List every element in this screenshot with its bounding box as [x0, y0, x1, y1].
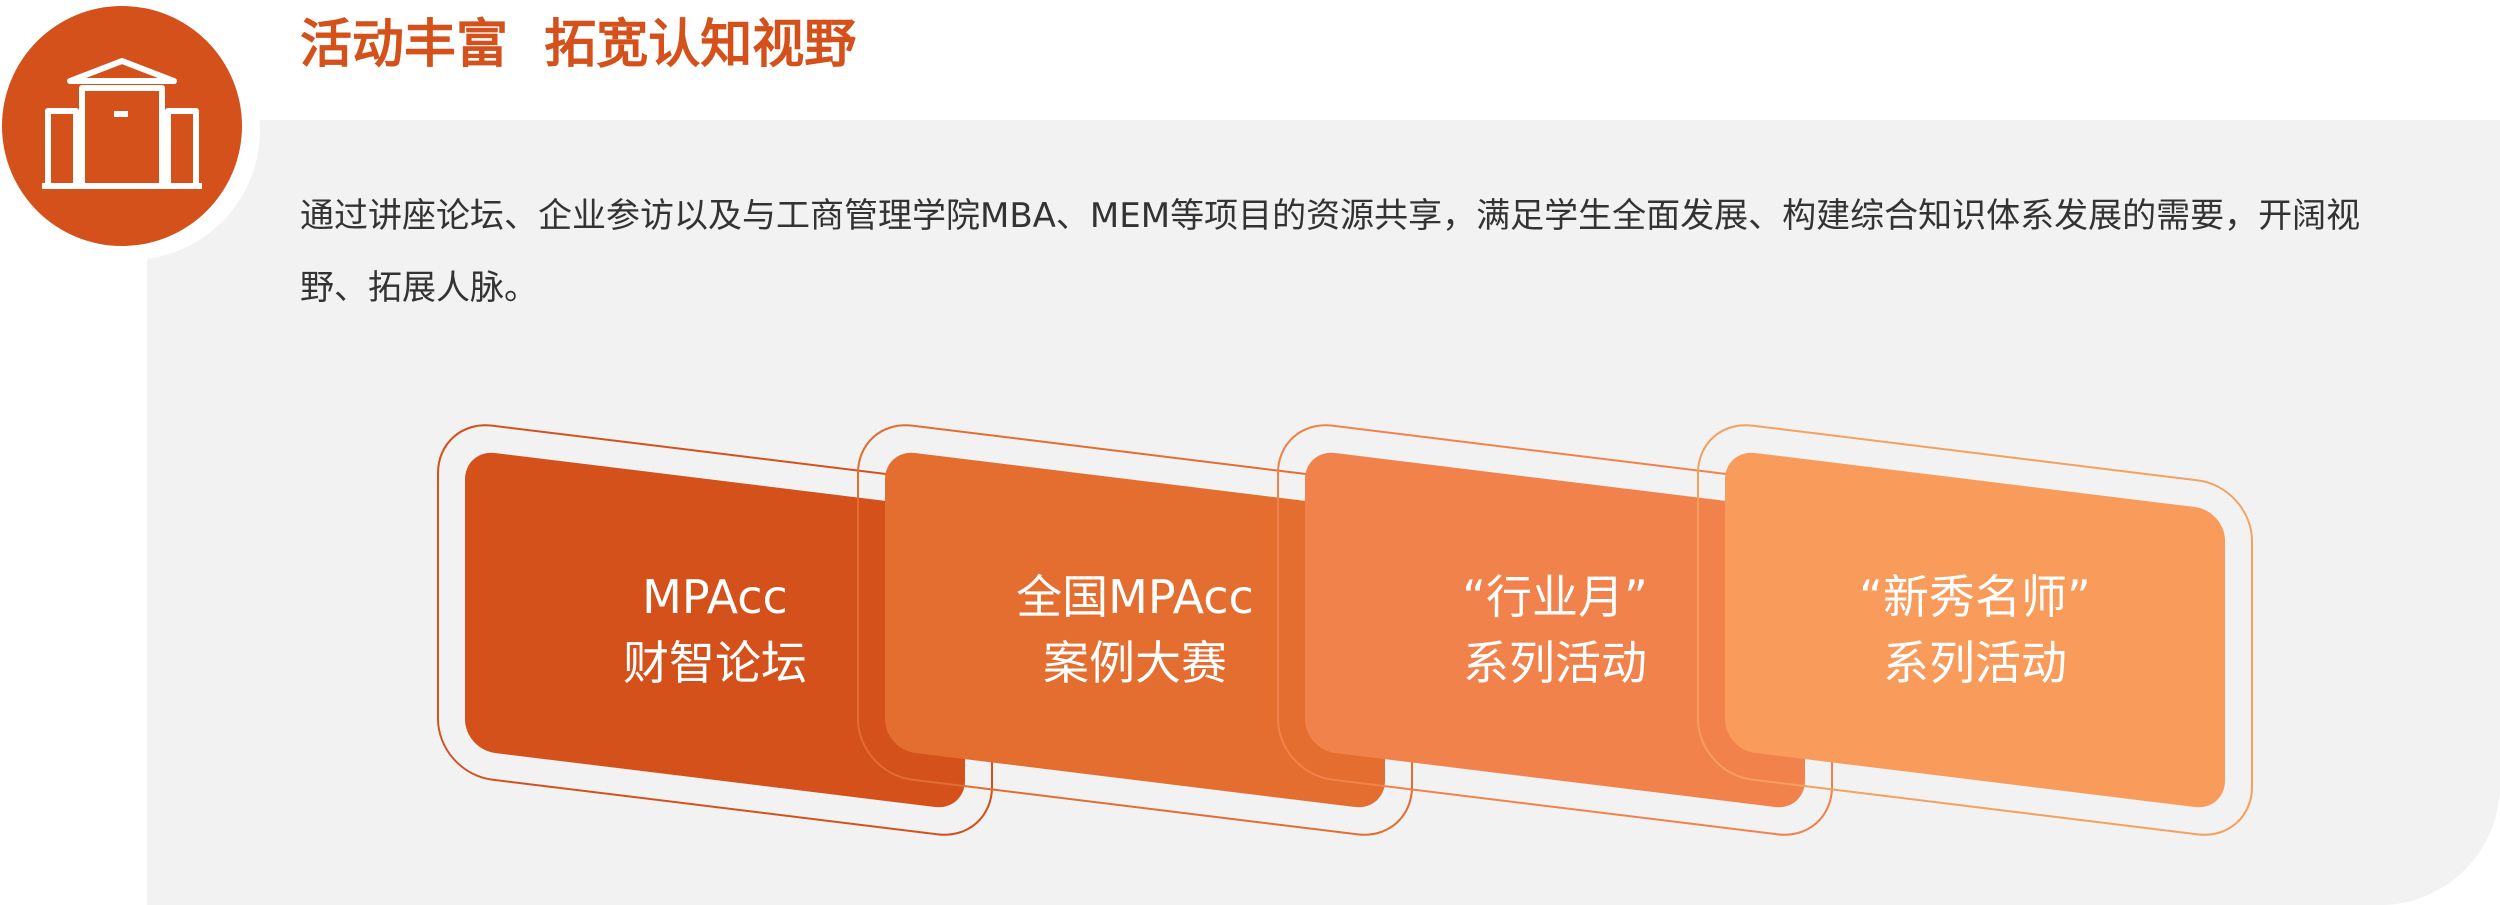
card-title-line2: 系列活动 [1883, 636, 2067, 690]
building-icon [42, 58, 202, 189]
card-title-line1: “行业月” [1462, 570, 1648, 624]
card-label: “新秀名师” 系列活动 [1725, 480, 2225, 780]
badge-circle [2, 6, 242, 246]
card-title-line1: “新秀名师” [1859, 570, 2091, 624]
intro-paragraph: 通过讲座论坛、企业参访以及与工商管理学院MBA、MEM等项目的资源共享，满足学生… [300, 196, 2361, 308]
card-title-line1: 全国MPAcc [1016, 570, 1254, 624]
section-title: 活动丰富 拓宽认知视野 [300, 15, 857, 75]
section-badge [0, 0, 260, 260]
card-title-line2: 财智论坛 [623, 636, 807, 690]
card-title-line2: 系列活动 [1463, 636, 1647, 690]
activity-card-new-teachers: “新秀名师” 系列活动 [1697, 417, 2253, 843]
card-title-line1: MPAcc [642, 570, 788, 624]
card-title-line2: 案例大赛 [1043, 636, 1227, 690]
